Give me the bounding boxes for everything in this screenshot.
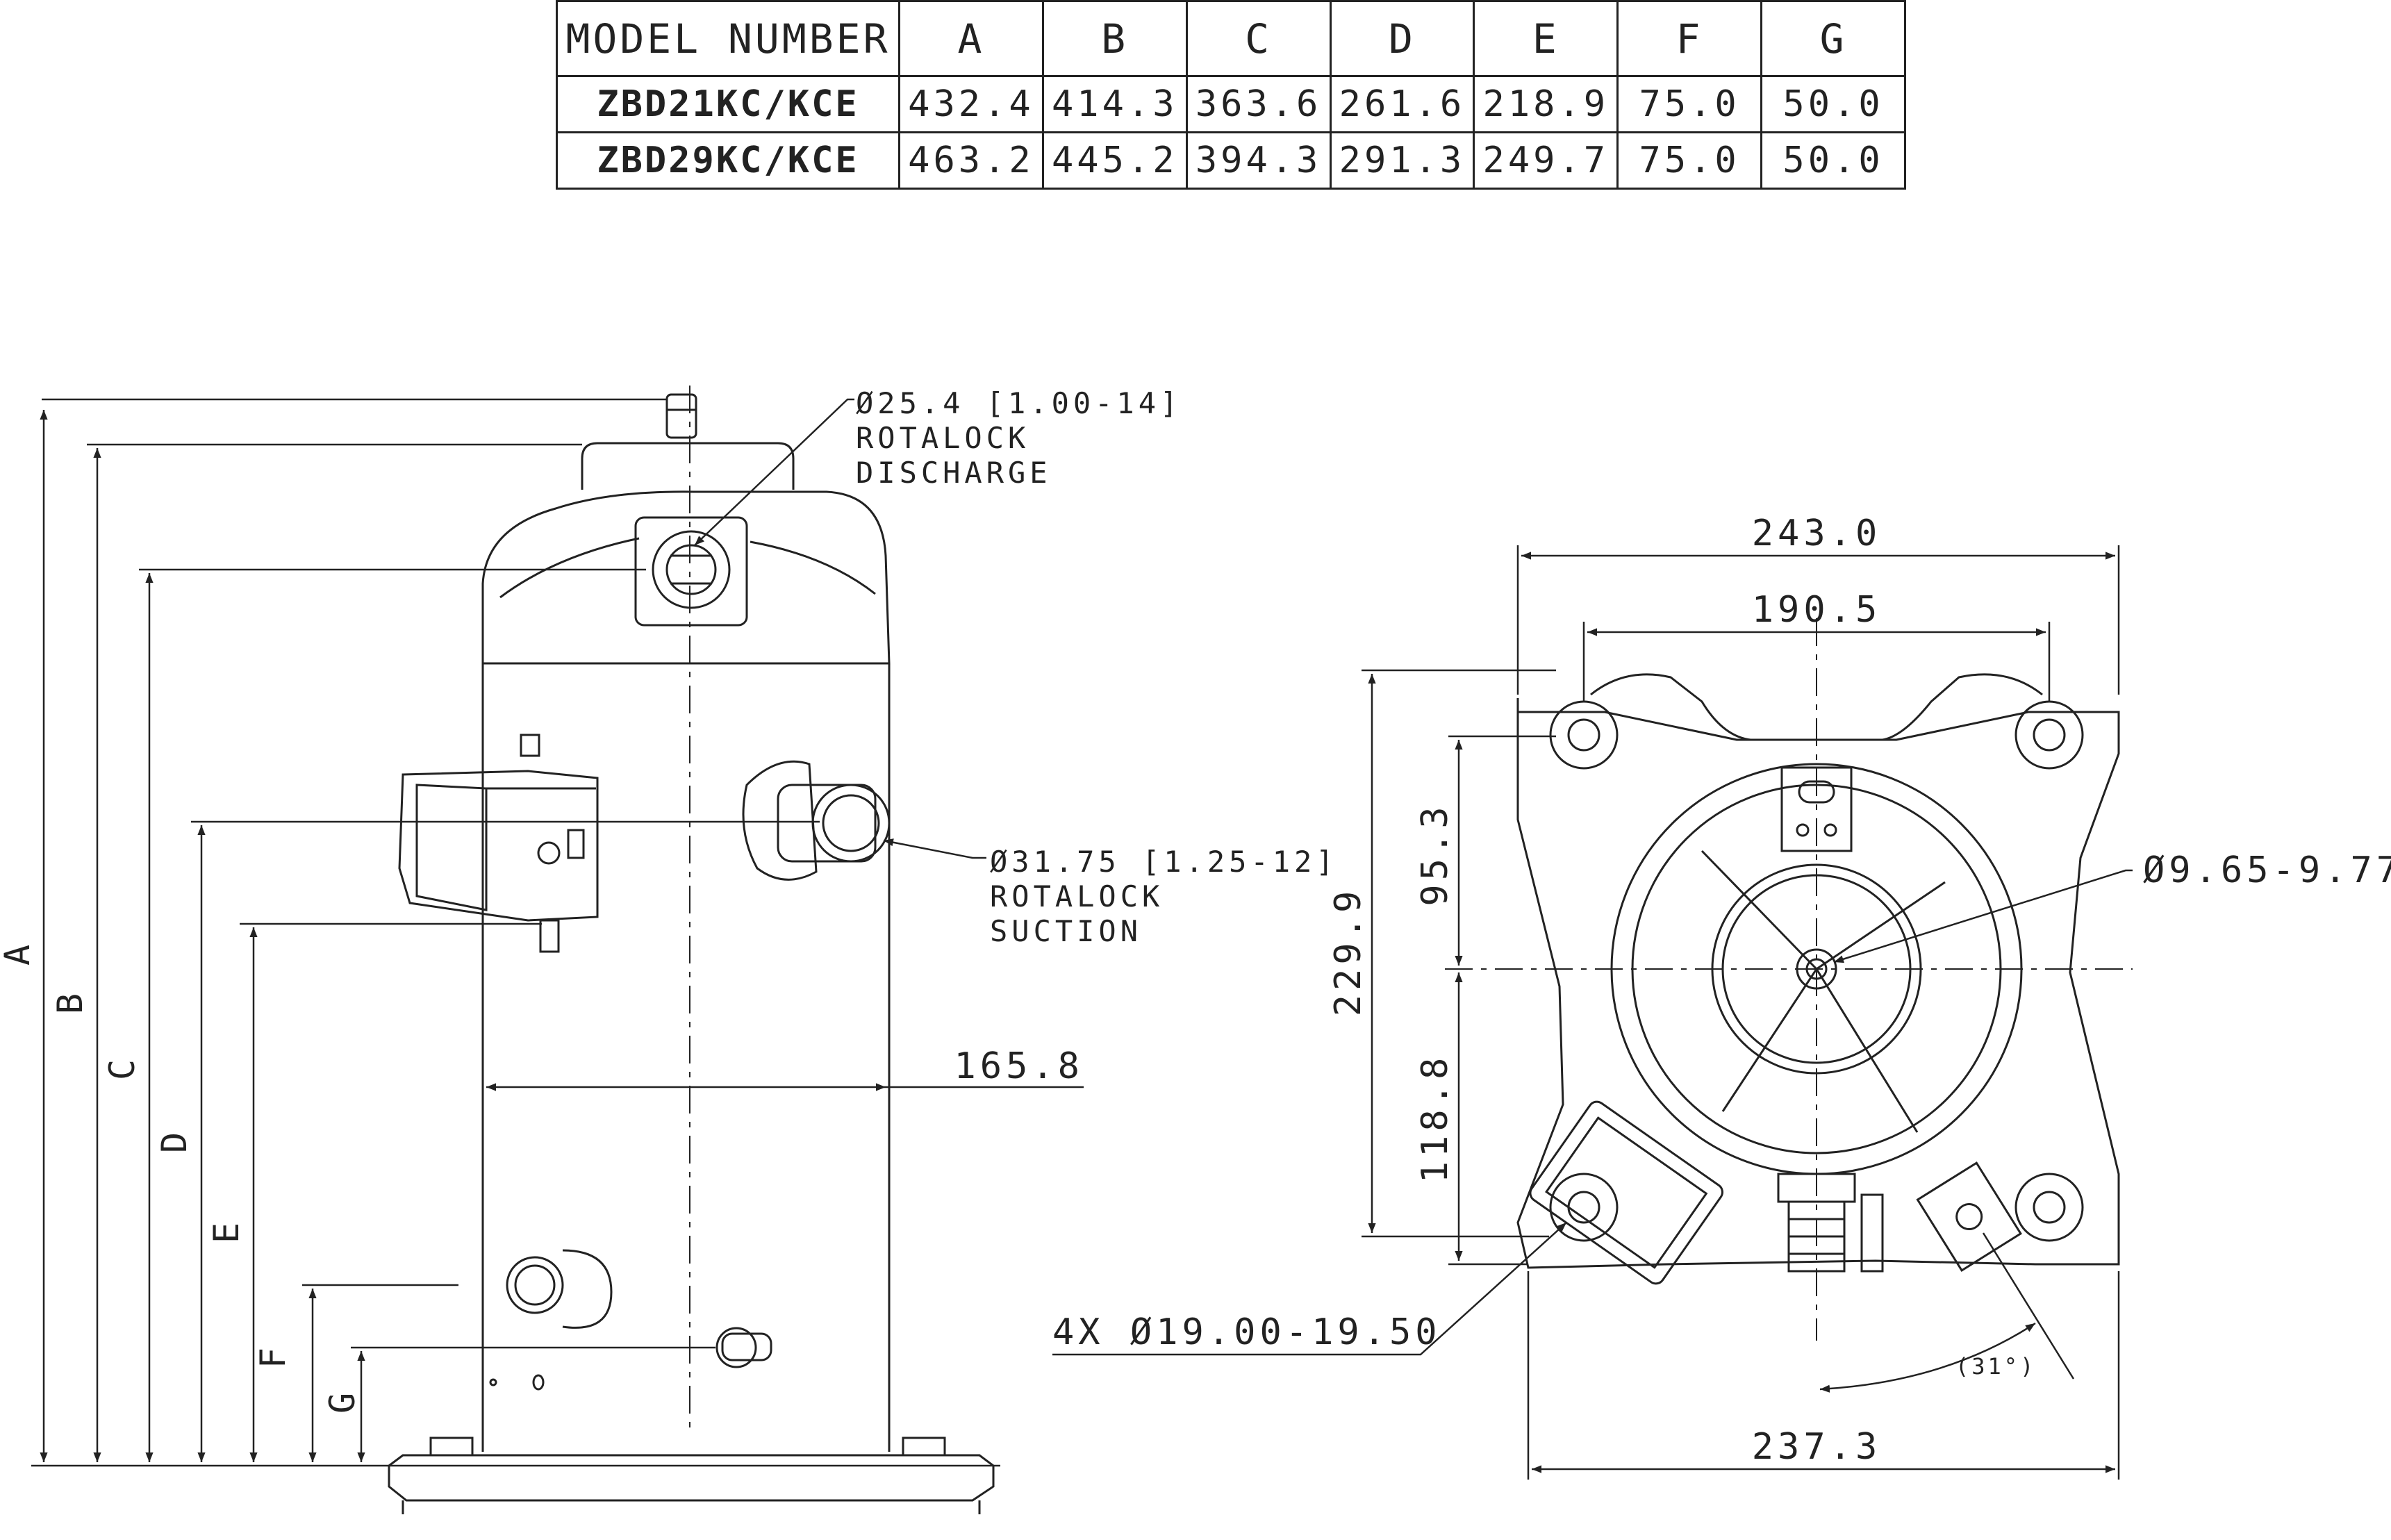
discharge-type: ROTALOCK [856,421,1029,455]
discharge-size: Ø25.4 [1.00-14] [856,386,1182,420]
oil-fitting [506,1256,564,1314]
top-terminal-box [1529,1100,1723,1285]
value-cell: 414.3 [1041,75,1188,133]
model-cell: ZBD21KC/KCE [556,75,900,133]
side-callouts: Ø25.4 [1.00-14] ROTALOCK DISCHARGE Ø31.7… [856,386,1338,1087]
header-d: D [1329,0,1475,77]
height-upper: 95.3 [1414,802,1456,906]
header-model-number: MODEL NUMBER [556,0,900,77]
dim-letter-d: D [154,1132,195,1153]
table-header-row: MODEL NUMBER A B C D E F G [556,0,1906,77]
header-g: G [1760,0,1906,77]
center-hole [1796,948,1837,990]
terminal-box [398,770,599,922]
suction-fitting [742,760,818,881]
dim-letter-g: G [322,1393,363,1414]
header-e: E [1473,0,1619,77]
value-cell: 363.6 [1185,75,1332,133]
suction-type: ROTALOCK [990,879,1164,913]
shell-diameter: 165.8 [954,1045,1084,1087]
side-view [388,386,995,1514]
mount-hole-br [2014,1173,2084,1242]
header-a: A [898,0,1044,77]
value-cell: 75.0 [1616,75,1763,133]
value-cell: 75.0 [1616,131,1763,190]
angle-label: (31°) [1955,1353,2036,1380]
discharge-port [652,530,731,609]
top-fitting [665,393,697,439]
suction-size: Ø31.75 [1.25-12] [990,845,1338,879]
base-grommet-right [902,1436,946,1457]
mount-hole-bl [1549,1173,1619,1242]
top-view [1445,618,2133,1341]
discharge-boss [634,516,748,627]
discharge-label: DISCHARGE [856,456,1052,490]
dim-letter-c: C [102,1059,142,1080]
dome-cap [581,442,795,490]
dim-letter-e: E [206,1223,247,1243]
suction-label: SUCTION [990,914,1142,948]
header-b: B [1041,0,1188,77]
dim-letter-b: B [50,993,90,1014]
value-cell: 291.3 [1329,131,1475,190]
value-cell: 445.2 [1041,131,1188,190]
bolt-span: 190.5 [1752,589,1882,631]
table-row: ZBD21KC/KCE 432.4 414.3 363.6 261.6 218.… [556,75,1906,133]
oil-port [715,1327,757,1368]
base-grommet-left [429,1436,474,1457]
height-total: 229.9 [1327,887,1369,1017]
value-cell: 218.9 [1473,75,1619,133]
overall-width: 243.0 [1752,513,1882,554]
header-c: C [1185,0,1332,77]
height-lower: 118.8 [1414,1054,1456,1184]
dimension-table: MODEL NUMBER A B C D E F G ZBD21KC/KCE 4… [556,0,1906,190]
dim-letter-a: A [0,945,38,966]
upper-dome [481,490,891,665]
side-dim-letters: A B C D E F G [0,945,363,1414]
suction-port [811,784,891,863]
model-cell: ZBD29KC/KCE [556,131,900,190]
value-cell: 50.0 [1760,75,1906,133]
value-cell: 50.0 [1760,131,1906,190]
suction-fitting-top [1916,1161,2022,1272]
header-f: F [1616,0,1763,77]
value-cell: 463.2 [898,131,1044,190]
shell-inner [1711,863,1922,1075]
mounting-base [388,1454,995,1502]
top-dimensions [1052,545,2133,1480]
top-labels: 243.0 190.5 Ø9.65-9.77 229.9 95.3 118.8 … [1052,513,2391,1468]
terminal-tab [520,734,540,757]
dim-letter-f: F [253,1348,293,1368]
mount-holes: 4X Ø19.00-19.50 [1052,1311,1441,1353]
value-cell: 249.7 [1473,131,1619,190]
side-dimensions [31,398,1084,1467]
base-plate [1516,698,2120,1269]
value-cell: 261.6 [1329,75,1475,133]
table-row: ZBD29KC/KCE 463.2 445.2 394.3 291.3 249.… [556,131,1906,190]
value-cell: 432.4 [898,75,1044,133]
center-hole-size: Ø9.65-9.77 [2143,850,2391,891]
top-terminal [1780,766,1853,852]
value-cell: 394.3 [1185,131,1332,190]
base-width: 237.3 [1752,1426,1882,1468]
